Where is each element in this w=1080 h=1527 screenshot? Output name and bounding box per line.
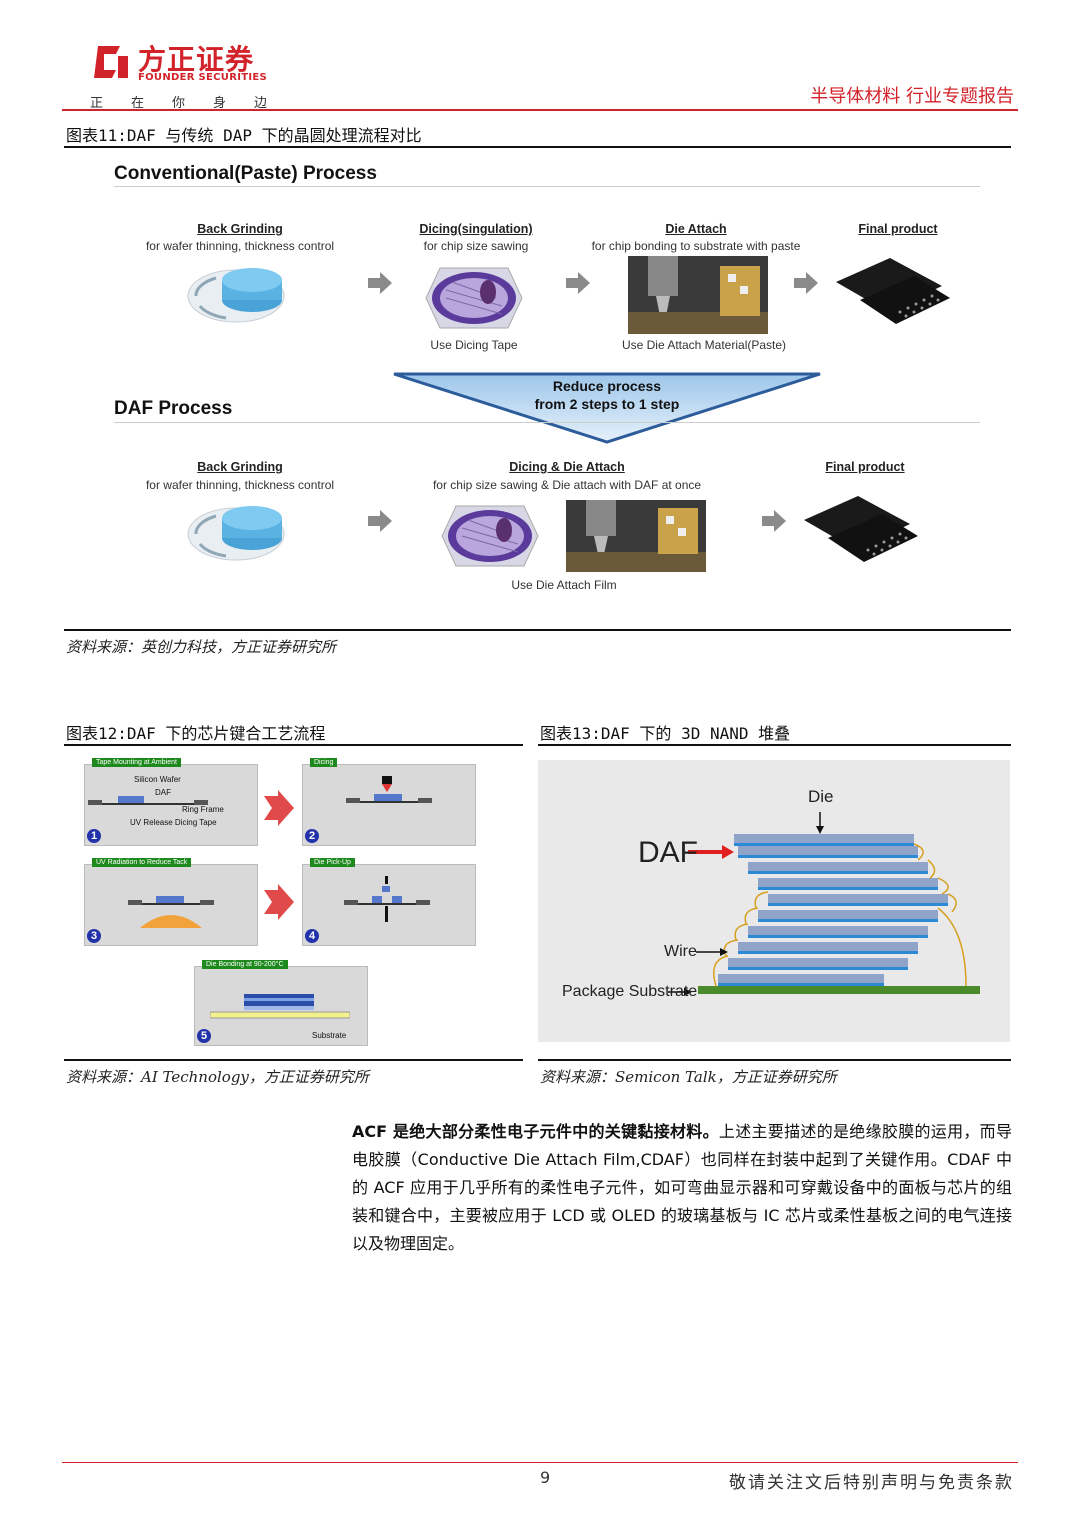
disclaimer-note: 敬请关注文后特别声明与免责条款 bbox=[729, 1473, 1014, 1493]
daf-step-title: Dicing & Die Attach bbox=[509, 460, 625, 474]
grinding-wheel-icon bbox=[187, 268, 285, 323]
ann-ring-frame: Ring Frame bbox=[182, 805, 224, 814]
conv-step-sub: for chip size sawing bbox=[423, 239, 529, 253]
label-package-substrate: Package Substrate bbox=[562, 983, 698, 1000]
fig13-caption: 图表13:DAF 下的 3D NAND 堆叠 bbox=[540, 724, 791, 743]
process-arrow-icon bbox=[368, 510, 392, 532]
daf-step-sub: for chip size sawing & Die attach with D… bbox=[432, 478, 702, 492]
fig12-step-tag: UV Radiation to Reduce Tack bbox=[92, 858, 192, 867]
fig12-step-tag: Dicing bbox=[310, 758, 338, 767]
footer-divider bbox=[62, 1462, 1018, 1463]
fig13-bottom-rule bbox=[538, 1059, 1011, 1061]
ann-uv-tape: UV Release Dicing Tape bbox=[130, 818, 217, 827]
conventional-title-underline bbox=[114, 186, 980, 187]
die-bonding-icon bbox=[210, 994, 350, 1019]
step-number-badge: 1 bbox=[87, 829, 101, 843]
header-divider bbox=[62, 109, 1018, 111]
red-flow-arrow-icon bbox=[264, 884, 294, 920]
nand-stack-diagram bbox=[668, 812, 980, 996]
reduce-process-line2: from 2 steps to 1 step bbox=[534, 396, 680, 412]
conventional-process-title: Conventional(Paste) Process bbox=[114, 163, 377, 184]
ann-daf: DAF bbox=[155, 788, 171, 797]
dicing-wafer-icon bbox=[425, 267, 523, 329]
dicing-blade-icon bbox=[346, 776, 432, 803]
label-wire: Wire bbox=[664, 943, 697, 960]
process-arrow-icon bbox=[794, 272, 818, 294]
body-text: 上述主要描述的是绝缘胶膜的运用，而导电胶膜（Conductive Die Att… bbox=[352, 1122, 1012, 1253]
conv-step-sub: for wafer thinning, thickness control bbox=[145, 239, 335, 253]
conv-step-title: Dicing(singulation) bbox=[419, 222, 533, 236]
fig12-source: 资料来源：AI Technology，方正证券研究所 bbox=[66, 1068, 369, 1086]
wafer-on-tape-icon bbox=[88, 796, 208, 805]
reduce-process-line1: Reduce process bbox=[552, 378, 662, 394]
ann-silicon-wafer: Silicon Wafer bbox=[134, 775, 181, 784]
daf-step-sub: for wafer thinning, thickness control bbox=[145, 478, 335, 492]
step-number-badge: 2 bbox=[305, 829, 319, 843]
fig12-top-rule bbox=[64, 744, 523, 746]
die-attach-machine-icon bbox=[628, 256, 768, 334]
daf-step-title: Back Grinding bbox=[197, 460, 283, 474]
step-number-badge: 3 bbox=[87, 929, 101, 943]
conv-attach-label: Use Die Attach Material(Paste) bbox=[621, 338, 787, 352]
reduce-process-triangle bbox=[393, 372, 821, 444]
process-arrow-icon bbox=[368, 272, 392, 294]
body-paragraph: ACF 是绝大部分柔性电子元件中的关键黏接材料。上述主要描述的是绝缘胶膜的运用，… bbox=[352, 1118, 1012, 1258]
fig12-caption: 图表12:DAF 下的芯片键合工艺流程 bbox=[66, 724, 326, 743]
uv-radiation-icon bbox=[128, 896, 214, 928]
die-pickup-icon bbox=[344, 876, 430, 922]
body-lead-sentence: ACF 是绝大部分柔性电子元件中的关键黏接材料。 bbox=[352, 1122, 719, 1141]
daf-title-underline bbox=[114, 422, 980, 423]
daf-step-title: Final product bbox=[825, 460, 905, 474]
fig12-step-tag: Tape Mounting at Ambient bbox=[92, 758, 181, 767]
logo-chinese-name: 方正证券 bbox=[138, 43, 255, 76]
daf-attach-film-label: Use Die Attach Film bbox=[511, 578, 617, 592]
conv-step-title: Die Attach bbox=[665, 222, 727, 236]
fig12-step-tag: Die Bonding at 90-200°C bbox=[202, 960, 288, 969]
step-number-badge: 5 bbox=[197, 1029, 211, 1043]
final-chip-icon bbox=[804, 496, 918, 562]
fig13-source: 资料来源：Semicon Talk，方正证券研究所 bbox=[540, 1068, 837, 1086]
step-number-badge: 4 bbox=[305, 929, 319, 943]
label-daf: DAF bbox=[638, 836, 698, 869]
red-flow-arrow-icon bbox=[264, 790, 294, 826]
fig12-bottom-rule bbox=[64, 1059, 523, 1061]
logo-slogan: 正在你身边 bbox=[90, 96, 296, 111]
fig13-top-rule bbox=[538, 744, 1011, 746]
label-die: Die bbox=[808, 787, 834, 806]
process-arrow-icon bbox=[566, 272, 590, 294]
conv-step-title: Back Grinding bbox=[197, 222, 283, 236]
fig12-panel-4 bbox=[302, 864, 476, 946]
conv-step-sub: for chip bonding to substrate with paste bbox=[591, 239, 801, 253]
ann-substrate: Substrate bbox=[312, 1031, 347, 1040]
final-chip-icon bbox=[836, 258, 950, 324]
page-number: 9 bbox=[540, 1468, 551, 1487]
logo-english-name: FOUNDER SECURITIES bbox=[138, 72, 268, 83]
founder-logo-icon bbox=[94, 46, 128, 78]
fig11-top-rule bbox=[64, 146, 1011, 148]
process-arrow-icon bbox=[762, 510, 786, 532]
conv-dicing-label: Use Dicing Tape bbox=[430, 338, 518, 352]
conv-step-title: Final product bbox=[858, 222, 938, 236]
fig11-source: 资料来源：英创力科技，方正证券研究所 bbox=[66, 638, 337, 656]
grinding-wheel-icon bbox=[187, 506, 285, 561]
fig11-bottom-rule bbox=[64, 629, 1011, 631]
die-attach-machine-icon bbox=[566, 500, 706, 572]
daf-process-title: DAF Process bbox=[114, 398, 233, 419]
fig11-caption: 图表11:DAF 与传统 DAP 下的晶圆处理流程对比 bbox=[66, 126, 422, 145]
dicing-wafer-icon bbox=[441, 505, 539, 567]
fig12-step-tag: Die Pick-Up bbox=[310, 858, 355, 867]
report-type: 半导体材料 行业专题报告 bbox=[810, 86, 1014, 107]
